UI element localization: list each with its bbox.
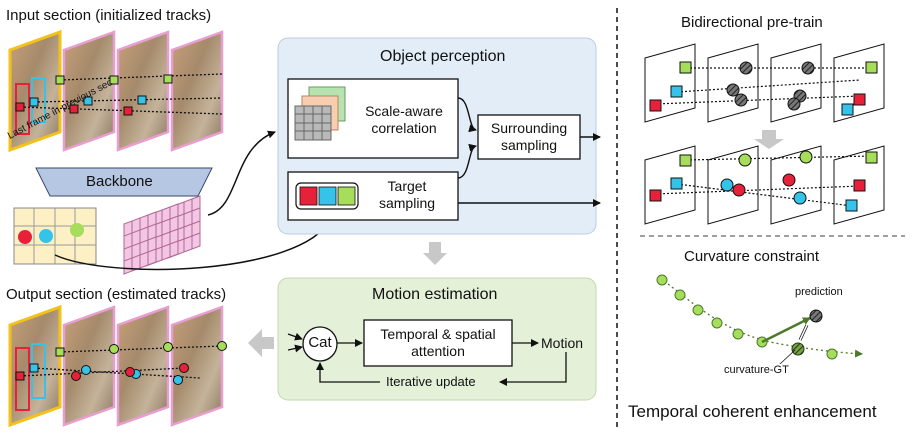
input-frames: [8, 29, 224, 153]
surrounding-label: Surrounding sampling: [478, 120, 580, 154]
prediction-point: [809, 309, 823, 323]
attention-box: [363, 319, 513, 367]
motion-label: Motion: [541, 335, 584, 351]
output-section-title: Output section (estimated tracks): [6, 286, 227, 303]
target-label: Target sampling: [362, 178, 452, 212]
attention-label: Temporal & spatial attention: [364, 326, 512, 360]
curvature-gt-point: [791, 342, 805, 356]
pretrain-down-arrow: [754, 130, 784, 149]
feature-to-correlation-arrow: [207, 130, 276, 216]
pretrain-top-frames: [644, 43, 885, 123]
target-line1: Target: [387, 178, 427, 194]
iterative-update-label: Iterative update: [386, 374, 476, 389]
surrounding-sampling-box: [477, 114, 581, 160]
backbone-block: [35, 167, 213, 197]
grid-red-dot: [18, 230, 32, 244]
temporal-coherent-enhancement-title: Temporal coherent enhancement: [628, 402, 877, 421]
target-line2: sampling: [378, 195, 436, 211]
down-arrow: [423, 242, 447, 265]
scale-aware-line2: correlation: [371, 120, 437, 136]
grid-cyan-dot: [39, 229, 53, 243]
input-frame-3: [116, 30, 170, 152]
prediction-label: prediction: [795, 286, 843, 298]
input-frame-last: [8, 29, 62, 153]
backbone-label: Backbone: [86, 173, 153, 190]
input-frame-4: [170, 30, 224, 152]
attention-line2: attention: [411, 343, 465, 359]
attention-line1: Temporal & spatial: [380, 326, 496, 342]
left-output-arrow: [248, 329, 274, 357]
object-perception-title: Object perception: [380, 48, 506, 65]
grid-green-dot: [70, 223, 84, 237]
cat-label: Cat: [308, 334, 332, 351]
input-section-title: Input section (initialized tracks): [6, 7, 212, 24]
curvature-gt-label: curvature-GT: [724, 364, 789, 376]
motion-estimation-title: Motion estimation: [372, 286, 498, 303]
curvature-constraint-title: Curvature constraint: [684, 248, 820, 265]
surrounding-line2: sampling: [500, 137, 558, 153]
surrounding-line1: Surrounding: [490, 120, 568, 136]
scale-aware-label: Scale-aware correlation: [352, 103, 456, 137]
input-frame-2: [62, 30, 116, 152]
output-frames: [8, 304, 227, 428]
correlation-volume-icon: [294, 86, 346, 141]
grid-to-target-arrow: [54, 219, 331, 271]
feature-maps: [123, 195, 201, 275]
scale-aware-line1: Scale-aware: [365, 103, 443, 119]
curvature-plot: [656, 274, 863, 365]
pretrain-bottom-frames: [644, 145, 885, 225]
target-grid: [13, 207, 97, 265]
cat-node: [302, 326, 338, 362]
bidirectional-pretrain-title: Bidirectional pre-train: [681, 14, 823, 31]
